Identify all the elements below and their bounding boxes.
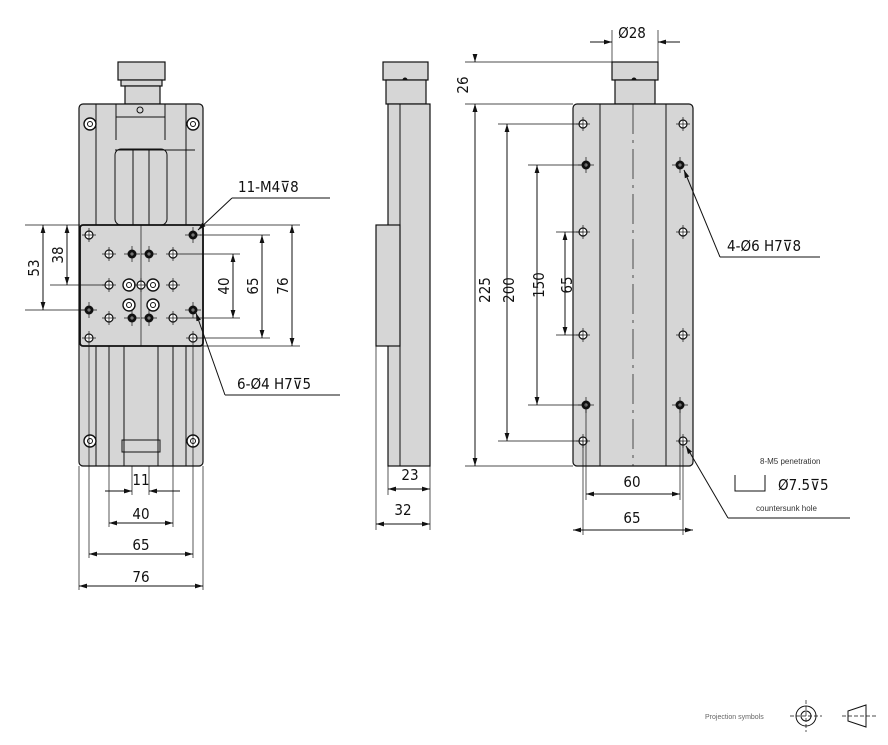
callout-tapped-holes: 11-M4⊽8 bbox=[238, 178, 299, 196]
countersunk-note: 8-M5 penetration Ø7.5⊽5 countersunk hole bbox=[734, 457, 829, 513]
dim-26: 26 bbox=[454, 76, 472, 93]
dim-40-h: 40 bbox=[132, 505, 149, 523]
dim-32: 32 bbox=[394, 501, 411, 519]
dim-76-h: 76 bbox=[132, 568, 149, 586]
callout-pin-holes: 6-Ø4 H7⊽5 bbox=[237, 375, 311, 393]
projection-symbols: Projection symbols bbox=[705, 700, 876, 732]
side-view: 23 32 bbox=[375, 61, 431, 530]
dim-65-h: 65 bbox=[623, 509, 640, 527]
dim-65: 65 bbox=[244, 277, 262, 294]
top-view: Ø28 26 225 200 150 65 60 65 4-Ø6 H7⊽8 bbox=[454, 24, 850, 535]
dim-diameter-28: Ø28 bbox=[618, 24, 646, 42]
callout-pin-holes-6: 4-Ø6 H7⊽8 bbox=[727, 237, 801, 255]
dim-225: 225 bbox=[476, 277, 494, 303]
dim-65-v: 65 bbox=[558, 276, 576, 293]
dim-76: 76 bbox=[274, 277, 292, 294]
note-penetration: 8-M5 penetration bbox=[760, 457, 820, 466]
dim-11: 11 bbox=[132, 471, 149, 489]
dim-53: 53 bbox=[25, 259, 43, 276]
projection-label: Projection symbols bbox=[705, 714, 764, 721]
dim-60: 60 bbox=[623, 473, 640, 491]
first-angle-cone-icon bbox=[842, 704, 876, 728]
dim-65-h: 65 bbox=[132, 536, 149, 554]
dim-23: 23 bbox=[401, 466, 418, 484]
dim-150: 150 bbox=[530, 272, 548, 298]
dim-40: 40 bbox=[215, 277, 233, 294]
front-view: 11-M4⊽8 6-Ø4 H7⊽5 53 38 40 65 76 11 40 6… bbox=[25, 61, 340, 590]
dim-200: 200 bbox=[500, 277, 518, 303]
first-angle-circle-icon bbox=[790, 700, 822, 732]
note-countersunk: countersunk hole bbox=[756, 504, 817, 513]
note-spec: Ø7.5⊽5 bbox=[778, 476, 829, 494]
dim-38: 38 bbox=[49, 246, 67, 263]
